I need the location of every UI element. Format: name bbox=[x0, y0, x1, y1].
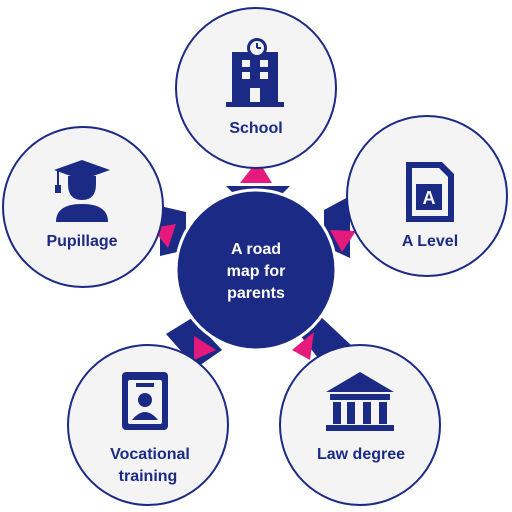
center-label-line2: map for bbox=[227, 263, 286, 280]
building-clock-icon bbox=[226, 38, 284, 107]
center-node: A road map for parents bbox=[174, 188, 338, 352]
node-label-vocational-line1: Vocational bbox=[110, 446, 190, 463]
node-label-pupillage: Pupillage bbox=[46, 233, 117, 250]
node-vocational-training: Vocational training bbox=[67, 344, 229, 506]
node-label-a-level: A Level bbox=[402, 233, 458, 250]
center-label-line1: A road bbox=[231, 241, 281, 258]
arrow-to-a-level bbox=[330, 230, 356, 252]
node-label-school: School bbox=[229, 120, 282, 137]
node-law-degree: Law degree bbox=[279, 344, 441, 506]
node-school: School bbox=[175, 7, 337, 169]
center-circle bbox=[174, 188, 338, 352]
id-badge-icon bbox=[122, 372, 168, 430]
node-label-vocational-line2: training bbox=[119, 468, 178, 485]
courthouse-columns-icon bbox=[326, 372, 394, 431]
arrow-to-law-degree bbox=[292, 332, 314, 360]
document-letter-a-icon: A bbox=[406, 162, 454, 222]
arrow-to-school bbox=[240, 160, 272, 183]
center-label-line3: parents bbox=[227, 285, 285, 302]
graduate-cap-person-icon bbox=[54, 160, 110, 222]
node-label-law-degree: Law degree bbox=[317, 446, 405, 463]
arrow-to-vocational-training bbox=[194, 336, 216, 360]
svg-text:A: A bbox=[423, 188, 436, 208]
node-pupillage: Pupillage bbox=[2, 126, 164, 288]
node-a-level: A A Level bbox=[346, 115, 508, 277]
